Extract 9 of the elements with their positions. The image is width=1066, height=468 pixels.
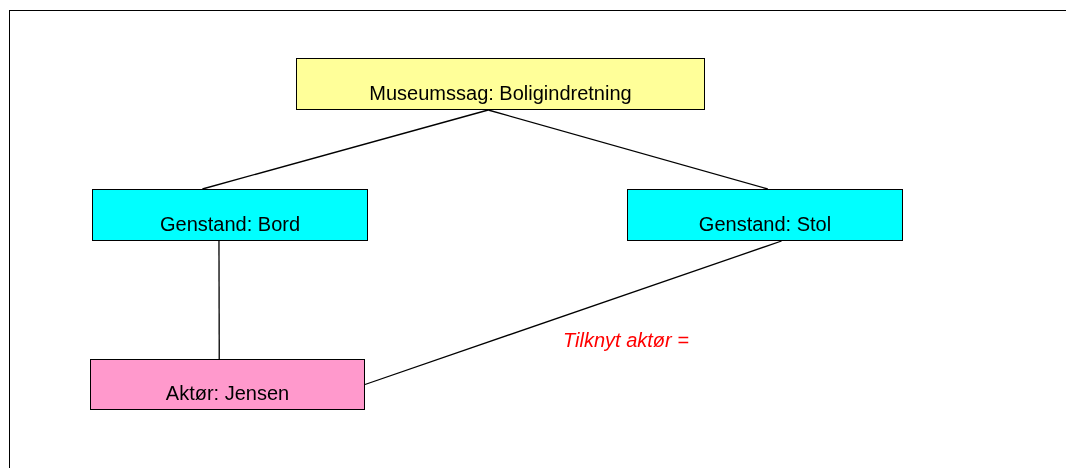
connector-line — [218, 240, 220, 360]
connector-line — [201, 109, 489, 190]
connector-line — [487, 109, 769, 190]
entity-box: Museumssag: Boligindretning — [296, 58, 705, 110]
connector-line — [364, 240, 783, 386]
entity-box: Aktør: Jensen — [90, 359, 365, 410]
entity-box: Genstand: Bord — [92, 189, 368, 241]
entity-box: Genstand: Stol — [627, 189, 903, 241]
annotation-text: Tilknyt aktør = — [563, 329, 689, 352]
